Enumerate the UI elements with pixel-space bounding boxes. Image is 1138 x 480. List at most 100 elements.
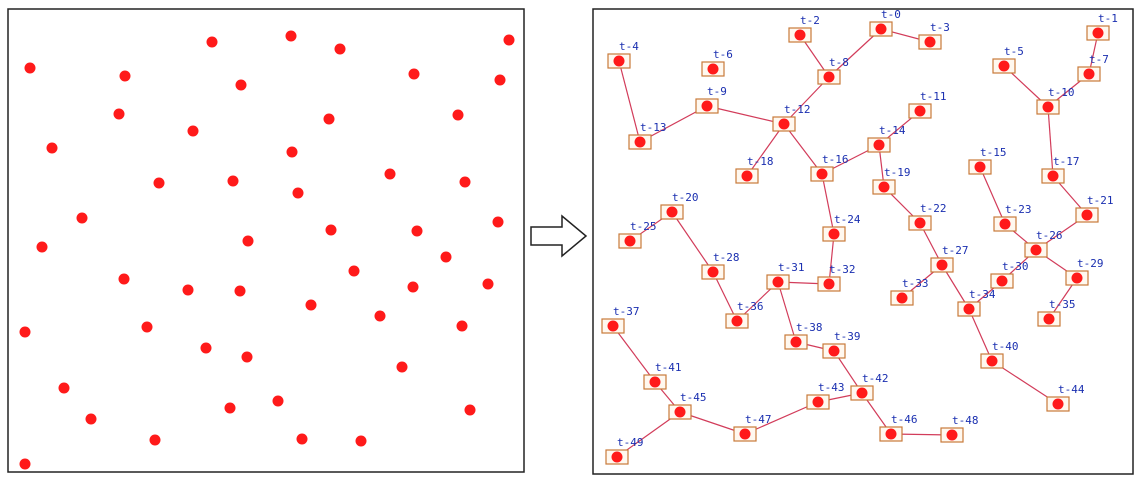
node-label: t-18 (747, 155, 774, 168)
graph-node-t-22: t-22 (908, 202, 947, 231)
node-dot (996, 275, 1008, 287)
graph-node-t-17: t-17 (1041, 155, 1080, 184)
graph-node-t-20: t-20 (660, 191, 699, 220)
node-dot (998, 60, 1010, 72)
node-label: t-47 (745, 413, 772, 426)
left-dot (374, 310, 386, 322)
graph-edge (712, 271, 738, 322)
graph-node-t-39: t-39 (822, 330, 861, 359)
node-label: t-49 (617, 436, 644, 449)
left-dot (234, 285, 246, 297)
left-dot (459, 176, 471, 188)
node-label: t-20 (672, 191, 699, 204)
left-dot (492, 216, 504, 228)
graph-node-t-32: t-32 (817, 263, 856, 292)
node-dot (613, 55, 625, 67)
node-label: t-44 (1058, 383, 1085, 396)
left-dot (36, 241, 48, 253)
node-dot (856, 387, 868, 399)
left-dot (411, 225, 423, 237)
left-dot (494, 74, 506, 86)
node-dot (963, 303, 975, 315)
graph-node-t-40: t-40 (980, 340, 1019, 369)
graph-edge (744, 401, 819, 435)
left-dot (408, 68, 420, 80)
node-label: t-7 (1089, 53, 1109, 66)
node-label: t-13 (640, 121, 667, 134)
graph-node-t-47: t-47 (733, 413, 772, 442)
node-label: t-29 (1077, 257, 1104, 270)
left-dot (355, 435, 367, 447)
graph-node-t-36: t-36 (725, 300, 764, 329)
graph-node-t-6: t-6 (701, 48, 733, 77)
node-label: t-23 (1005, 203, 1032, 216)
node-dot (1052, 398, 1064, 410)
node-dot (794, 29, 806, 41)
node-dot (701, 100, 713, 112)
node-label: t-45 (680, 391, 707, 404)
node-dot (1042, 101, 1054, 113)
left-dot (440, 251, 452, 263)
left-dot (334, 43, 346, 55)
node-label: t-3 (930, 21, 950, 34)
graph-node-t-24: t-24 (822, 213, 861, 242)
left-dot (396, 361, 408, 373)
node-label: t-48 (952, 414, 979, 427)
node-label: t-37 (613, 305, 640, 318)
graph-node-t-35: t-35 (1037, 298, 1076, 327)
left-dot (119, 70, 131, 82)
node-dot (790, 336, 802, 348)
left-dot (296, 433, 308, 445)
node-label: t-0 (881, 8, 901, 21)
node-label: t-36 (737, 300, 764, 313)
graph-node-t-0: t-0 (869, 8, 901, 37)
graph-edge (777, 281, 797, 343)
graph-node-t-46: t-46 (879, 413, 918, 442)
left-dot (24, 62, 36, 74)
node-dot (624, 235, 636, 247)
node-label: t-26 (1036, 229, 1063, 242)
node-label: t-38 (796, 321, 823, 334)
graph-node-t-41: t-41 (643, 361, 682, 390)
node-label: t-9 (707, 85, 727, 98)
node-label: t-4 (619, 40, 639, 53)
node-dot (1047, 170, 1059, 182)
node-label: t-27 (942, 244, 969, 257)
left-dot (19, 458, 31, 470)
node-label: t-39 (834, 330, 861, 343)
graph-node-t-13: t-13 (628, 121, 667, 150)
graph-node-t-37: t-37 (601, 305, 640, 334)
left-dot (503, 34, 515, 46)
left-dot (286, 146, 298, 158)
graph-edge (979, 166, 1006, 225)
node-label: t-46 (891, 413, 918, 426)
left-dot (323, 113, 335, 125)
graph-node-t-23: t-23 (993, 203, 1032, 232)
node-label: t-32 (829, 263, 856, 276)
node-label: t-6 (713, 48, 733, 61)
node-label: t-2 (800, 14, 820, 27)
left-dot (206, 36, 218, 48)
graph-edge (1047, 106, 1054, 177)
graph-node-t-27: t-27 (930, 244, 969, 273)
node-dot (707, 63, 719, 75)
node-dot (1081, 209, 1093, 221)
left-panel-frame (7, 8, 525, 473)
graph-node-t-18: t-18 (735, 155, 774, 184)
graph-node-t-3: t-3 (918, 21, 950, 50)
node-dot (823, 71, 835, 83)
graph-node-t-5: t-5 (992, 45, 1024, 74)
graph-node-t-2: t-2 (788, 14, 820, 43)
graph-node-t-10: t-10 (1036, 86, 1075, 115)
node-dot (649, 376, 661, 388)
graph-node-t-34: t-34 (957, 288, 996, 317)
left-dot (19, 326, 31, 338)
left-dot (325, 224, 337, 236)
graph-node-t-26: t-26 (1024, 229, 1063, 258)
graph-node-t-8: t-8 (817, 56, 849, 85)
left-dot (348, 265, 360, 277)
node-dot (946, 429, 958, 441)
node-label: t-35 (1049, 298, 1076, 311)
